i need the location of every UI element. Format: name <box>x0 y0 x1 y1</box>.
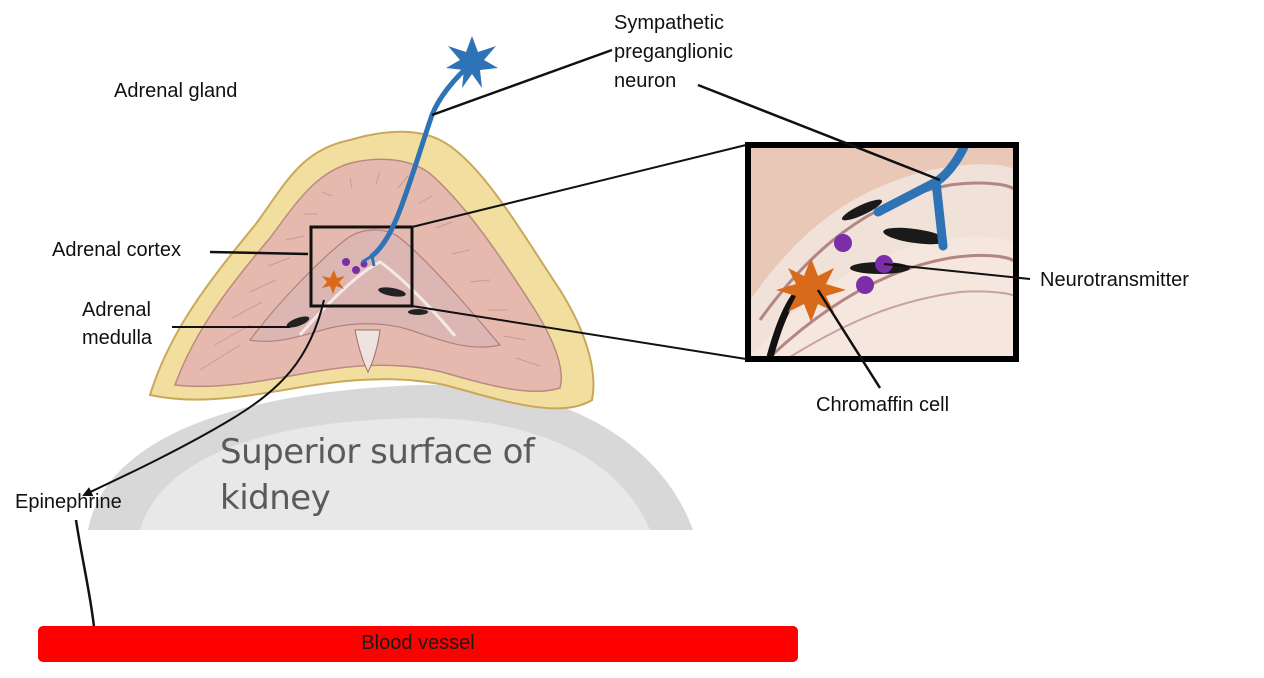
leader-chromaffin <box>816 289 882 389</box>
blood-vessel: Blood vessel <box>38 626 798 662</box>
blood-vessel-label: Blood vessel <box>361 632 475 654</box>
sympathetic-neuron-fiber <box>369 59 476 259</box>
adrenal-cortex-label: Adrenal cortex <box>52 239 181 261</box>
sympathetic-label-line1: Sympathetic <box>614 12 725 34</box>
adrenal-gland-label: Adrenal gland <box>114 80 238 102</box>
neurotransmitter-label: Neurotransmitter <box>1040 269 1189 291</box>
epinephrine-arrow <box>82 299 325 497</box>
adrenal-medulla-label-line1: Adrenal <box>82 299 151 321</box>
leader-sympathetic <box>431 48 613 117</box>
sympathetic-label-line2: preganglionic <box>614 41 733 63</box>
zoom-line-top <box>411 144 747 228</box>
neuron-terminal <box>873 147 969 251</box>
inset-detail <box>750 147 1014 357</box>
epinephrine-label: Epinephrine <box>15 491 122 513</box>
kidney-label-line2: kidney <box>220 478 331 518</box>
zoom-box <box>309 225 414 308</box>
sympathetic-label-line3: neuron <box>614 70 677 92</box>
neurotransmitter-dot <box>834 234 852 252</box>
kidney-label-line1: Superior surface of <box>220 432 535 472</box>
central-vein <box>354 329 381 374</box>
leader-cortex <box>209 250 309 256</box>
adrenal-medulla-label-line2: medulla <box>82 327 153 349</box>
chromaffin-cell-label: Chromaffin cell <box>816 394 950 416</box>
leader-neurotransmitter <box>883 263 1031 280</box>
leader-neuron-terminal <box>697 83 941 182</box>
neurotransmitter-dot <box>856 276 874 294</box>
kidney-highlight <box>140 418 650 530</box>
cortex-striations <box>199 171 541 371</box>
inset-frame <box>745 142 1019 362</box>
zoom-line-bottom <box>411 305 747 360</box>
neuron-cell-body <box>446 36 498 88</box>
chromaffin-cell-small <box>322 270 345 294</box>
